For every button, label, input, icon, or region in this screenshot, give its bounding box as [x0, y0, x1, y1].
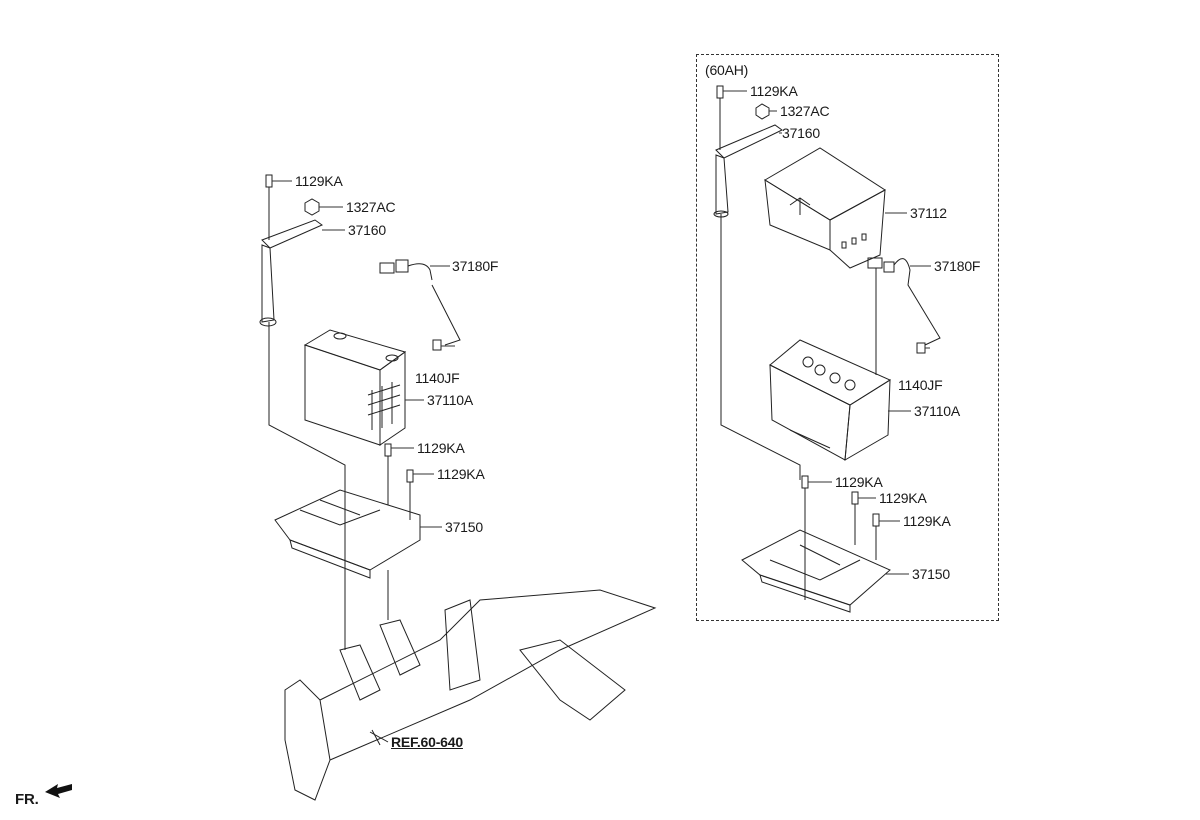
- left-bolt-1140JF: [432, 339, 442, 351]
- left-cable-37180F: [379, 259, 461, 346]
- label-1327AC: 1327AC: [346, 199, 396, 215]
- label-37150: 37150: [912, 566, 950, 582]
- label-37110A: 37110A: [427, 392, 474, 408]
- label-37180F: 37180F: [452, 258, 499, 274]
- label-1129KA: 1129KA: [903, 513, 951, 529]
- label-37150: 37150: [445, 519, 483, 535]
- leader-lines: [272, 90, 931, 575]
- left-bracket-37160: [259, 219, 324, 327]
- right-battery-37110A: [769, 339, 892, 461]
- left-nut-1327AC: [304, 198, 320, 216]
- reference-link[interactable]: REF.60-640: [391, 734, 463, 750]
- left-tray-37150: [274, 489, 421, 579]
- label-37180F: 37180F: [934, 258, 981, 274]
- label-37112: 37112: [910, 205, 947, 221]
- label-37160: 37160: [348, 222, 386, 238]
- left-battery-37110A: [303, 329, 407, 446]
- label-1129KA: 1129KA: [437, 466, 485, 482]
- label-1129KA: 1129KA: [879, 490, 927, 506]
- label-1140JF: 1140JF: [898, 377, 943, 393]
- label-37160: 37160: [782, 125, 820, 141]
- front-direction-label: FR.: [15, 791, 39, 808]
- right-tray-37150: [741, 529, 891, 613]
- label-1129KA: 1129KA: [417, 440, 465, 456]
- variant-label: (60AH): [705, 62, 749, 78]
- left-bolt-1129KA: [265, 174, 273, 240]
- right-bolt-1129KA: [716, 85, 724, 150]
- right-cover-37112: [764, 147, 886, 269]
- left-body-frame: [284, 589, 657, 801]
- label-1327AC: 1327AC: [780, 103, 830, 119]
- front-arrow-icon: [45, 784, 72, 798]
- right-nut-1327AC: [755, 103, 770, 120]
- right-cable-37180F: [867, 257, 941, 346]
- label-1140JF: 1140JF: [415, 370, 460, 386]
- label-1129KA: 1129KA: [835, 474, 883, 490]
- label-1129KA: 1129KA: [295, 173, 343, 189]
- label-1129KA: 1129KA: [750, 83, 798, 99]
- 60ah-variant-box: [696, 54, 999, 621]
- left-bolts-1129KA: [384, 443, 414, 520]
- label-37110A: 37110A: [914, 403, 961, 419]
